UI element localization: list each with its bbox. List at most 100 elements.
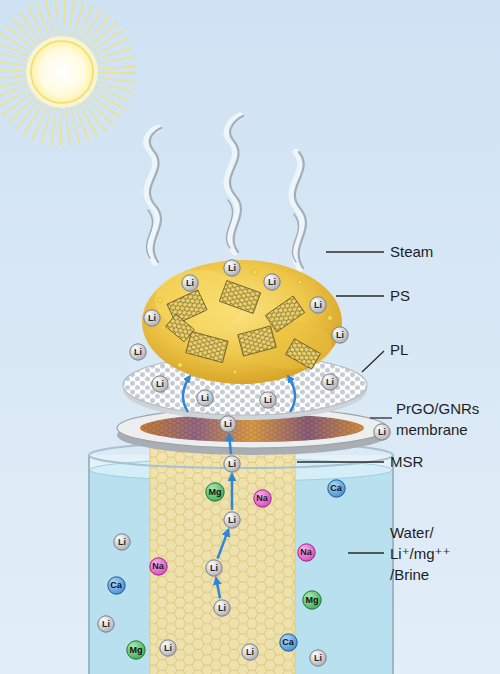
ion-symbol: Li (148, 314, 156, 323)
part-label: MSR (390, 451, 490, 472)
ion-circle: Li (309, 296, 327, 314)
ion-shape (224, 512, 240, 528)
ion-shape (264, 274, 280, 290)
flow-arrow (229, 434, 231, 454)
ion-circle: Na (149, 557, 168, 576)
ion-circle: Li (241, 643, 259, 661)
ion-circle: Mg (205, 482, 225, 502)
ion-shape (206, 483, 224, 501)
ion-shape (224, 260, 240, 276)
ion-circle: Li (196, 389, 214, 407)
part-label: Steam (390, 241, 490, 262)
ion-circle: Li (151, 375, 169, 393)
ion-symbol: Mg (209, 488, 222, 497)
ion-shape (327, 479, 344, 496)
ion-circle: Li (263, 273, 281, 291)
flow-arrow (231, 474, 234, 510)
ion-shape (152, 376, 168, 392)
ion-symbol: Ca (330, 484, 342, 493)
ion-shape (260, 392, 276, 408)
leader-lines (297, 252, 392, 553)
ion-circle: Li (223, 511, 241, 529)
ion-circle: Li (309, 649, 327, 667)
ion-circle: Li (223, 259, 241, 277)
part-label: PrGO/GNRs membrane (396, 398, 496, 440)
ion-circle: Li (373, 423, 391, 441)
ion-circle: Li (219, 415, 237, 433)
ion-shape (224, 456, 240, 472)
ion-shape (98, 616, 114, 632)
ion-symbol: Mg (130, 646, 143, 655)
part-label: Water/ Li⁺/mg⁺⁺ /Brine (390, 522, 470, 585)
ion-circle: Li (223, 455, 241, 473)
ion-circle: Na (297, 543, 316, 562)
ion-shape (214, 600, 230, 616)
ion-shape (303, 591, 321, 609)
ion-circle: Li (113, 533, 131, 551)
ion-symbol: Li (228, 264, 236, 273)
ion-symbol: Li (118, 538, 126, 547)
flow-arrow (218, 529, 229, 558)
ion-symbol: Li (228, 460, 236, 469)
ion-shape (374, 424, 390, 440)
ion-circle: Ca (327, 479, 346, 498)
ion-symbol: Li (186, 279, 194, 288)
ion-shape (149, 557, 166, 574)
ion-symbol: Li (201, 394, 209, 403)
ion-symbol: Li (156, 380, 164, 389)
ion-shape (160, 640, 176, 656)
ion-shape (253, 489, 270, 506)
part-label: PS (390, 285, 490, 306)
ion-shape (144, 310, 160, 326)
ion-circle: Li (159, 639, 177, 657)
ion-shape (310, 650, 326, 666)
ion-symbol: Na (152, 562, 164, 571)
ion-shape (310, 297, 326, 313)
ion-symbol: Li (224, 420, 232, 429)
ion-circle: Ca (279, 633, 298, 652)
ion-symbol: Li (326, 378, 334, 387)
ion-shape (182, 275, 198, 291)
ion-circle: Ca (107, 576, 126, 595)
ion-circle: Li (205, 559, 223, 577)
part-label: PL (390, 339, 490, 360)
ion-shape (279, 633, 296, 650)
ion-shape (206, 560, 222, 576)
ion-shape (332, 327, 348, 343)
ion-circle: Li (129, 343, 147, 361)
ion-shape (130, 344, 146, 360)
ion-shape (107, 576, 124, 593)
flow-arrow (216, 578, 220, 598)
ion-symbol: Li (218, 604, 226, 613)
ion-circle: Li (331, 326, 349, 344)
ion-symbol: Na (300, 548, 312, 557)
ion-symbol: Li (228, 516, 236, 525)
ion-circle: Li (321, 373, 339, 391)
ion-symbol: Ca (282, 638, 294, 647)
ion-circle: Li (143, 309, 161, 327)
ion-symbol: Li (314, 301, 322, 310)
ion-symbol: Li (378, 428, 386, 437)
ion-symbol: Li (264, 396, 272, 405)
ion-shape (114, 534, 130, 550)
ion-circle: Li (259, 391, 277, 409)
ion-symbol: Li (102, 620, 110, 629)
ion-shape (242, 644, 258, 660)
ion-symbol: Li (268, 278, 276, 287)
ion-symbol: Li (246, 648, 254, 657)
ion-shape (127, 641, 145, 659)
ion-circle: Li (181, 274, 199, 292)
ion-circle: Na (253, 489, 272, 508)
ion-circle: Li (213, 599, 231, 617)
ion-symbol: Ca (110, 581, 122, 590)
ion-symbol: Li (134, 348, 142, 357)
ion-shape (322, 374, 338, 390)
ion-symbol: Li (336, 331, 344, 340)
ion-shape (197, 390, 213, 406)
ion-symbol: Li (210, 564, 218, 573)
ion-symbol: Li (314, 654, 322, 663)
ion-circle: Mg (302, 590, 322, 610)
ion-circle: Li (97, 615, 115, 633)
ion-circle: Mg (126, 640, 146, 660)
